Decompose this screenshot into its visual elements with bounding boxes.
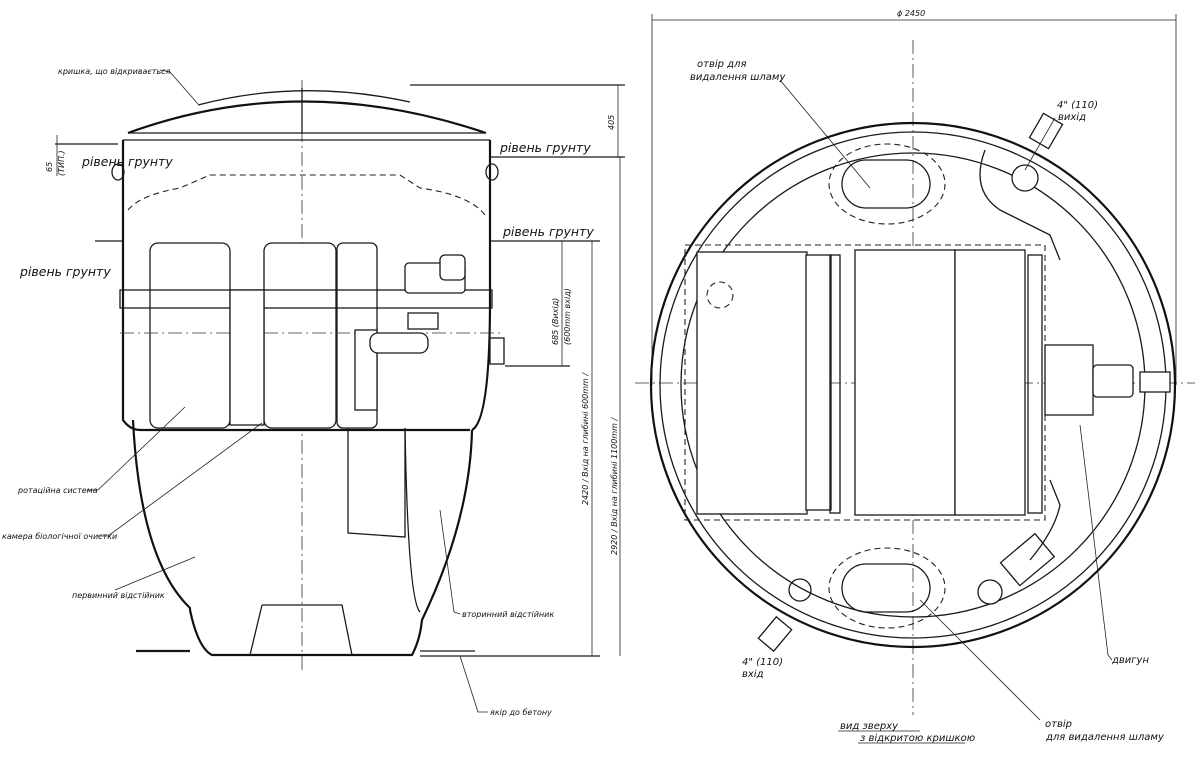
view-caption: з відкритою кришкою <box>860 732 975 744</box>
sludge-hole-label: отвір для <box>697 58 746 70</box>
drum-2 <box>854 249 956 516</box>
outlet-label: вихід <box>1058 111 1086 123</box>
motor <box>1044 344 1094 416</box>
sludge-hole-top <box>828 143 946 225</box>
dim-685-note: (600mm вхід) <box>563 288 572 345</box>
ground-level-label: рівень грунту <box>19 264 111 279</box>
bio-chamber-label: камера біологічної очистки <box>2 532 117 541</box>
tank-bowl <box>131 419 474 657</box>
inlet-pipe <box>977 579 1003 605</box>
inlet-label: вхід <box>742 668 764 680</box>
ground-level-label: рівень грунту <box>502 224 594 239</box>
drum-3 <box>954 249 1026 516</box>
outlet-pipe <box>1011 164 1039 192</box>
drum-1 <box>696 251 808 515</box>
dim-685: 685 (Вихід) <box>551 298 560 345</box>
view-caption: вид зверху <box>840 721 899 732</box>
top-view <box>635 14 1195 744</box>
outlet-label: 4" (110) <box>1057 100 1098 111</box>
anchor-label: якір до бетону <box>490 708 552 717</box>
drum-1 <box>149 242 231 429</box>
dim-65-note: (ТИП.) <box>57 150 66 176</box>
motor-label: двигун <box>1111 655 1149 666</box>
ground-level-label: рівень грунту <box>499 140 591 155</box>
ground-level-label: рівень грунту <box>81 154 173 169</box>
sludge-hole-label: отвір <box>1045 718 1072 730</box>
sludge-hole-label: видалення шламу <box>690 72 786 83</box>
dim-2920: 2920 / Вхід на глибині 1100mm / <box>610 417 619 555</box>
outlet-pipe <box>489 337 505 365</box>
sludge-hole-bottom <box>828 547 946 629</box>
diameter-label: ϕ 2450 <box>897 9 925 18</box>
secondary-settler-label: вторинний відстійник <box>462 610 554 619</box>
drum-2 <box>263 242 337 429</box>
primary-settler-label: первинний відстійник <box>72 591 165 600</box>
inner-lid-outline <box>127 174 486 216</box>
tank-outer-rim <box>649 121 1177 649</box>
side-view <box>55 69 625 713</box>
dim-2420: 2420 / Вхід на глибині 600mm / <box>581 372 590 505</box>
dim-65: 65 <box>45 162 54 172</box>
inlet-label: 4" (110) <box>742 657 783 668</box>
rotation-system-label: ротаційна система <box>17 486 98 495</box>
lid <box>127 100 487 135</box>
lid-label: кришка, що відкривається <box>58 67 171 76</box>
dim-405: 405 <box>607 115 616 130</box>
sludge-hole-label: для видалення шламу <box>1045 732 1165 743</box>
